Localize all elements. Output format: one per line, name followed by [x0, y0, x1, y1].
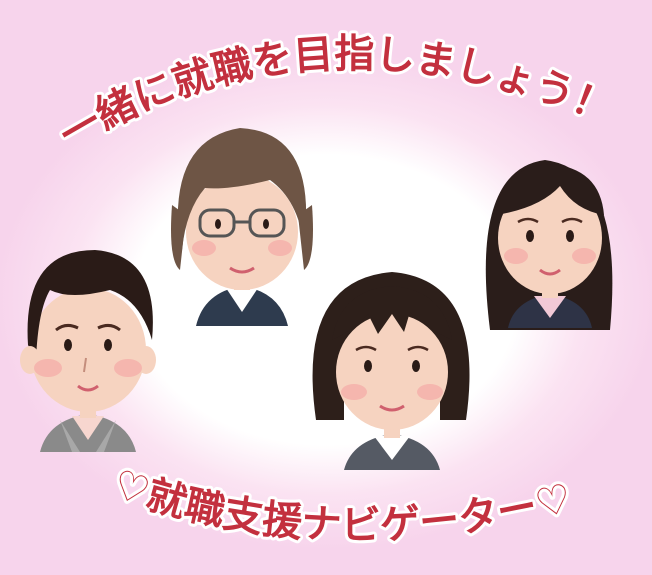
slogan-bottom: ♡就職支援ナビゲーター♡ — [107, 461, 577, 549]
person-glasses-icon — [171, 128, 313, 326]
slogan-top-text: 一緒に就職を目指しましょう！ — [49, 28, 623, 161]
person-short-hair-icon — [20, 250, 156, 452]
slogan-bottom-text: ♡就職支援ナビゲーター♡ — [104, 458, 580, 552]
slogan-top: 一緒に就職を目指しましょう！ — [52, 31, 620, 158]
person-long-hair-icon — [485, 160, 613, 330]
person-bob-hair-icon — [312, 272, 470, 470]
